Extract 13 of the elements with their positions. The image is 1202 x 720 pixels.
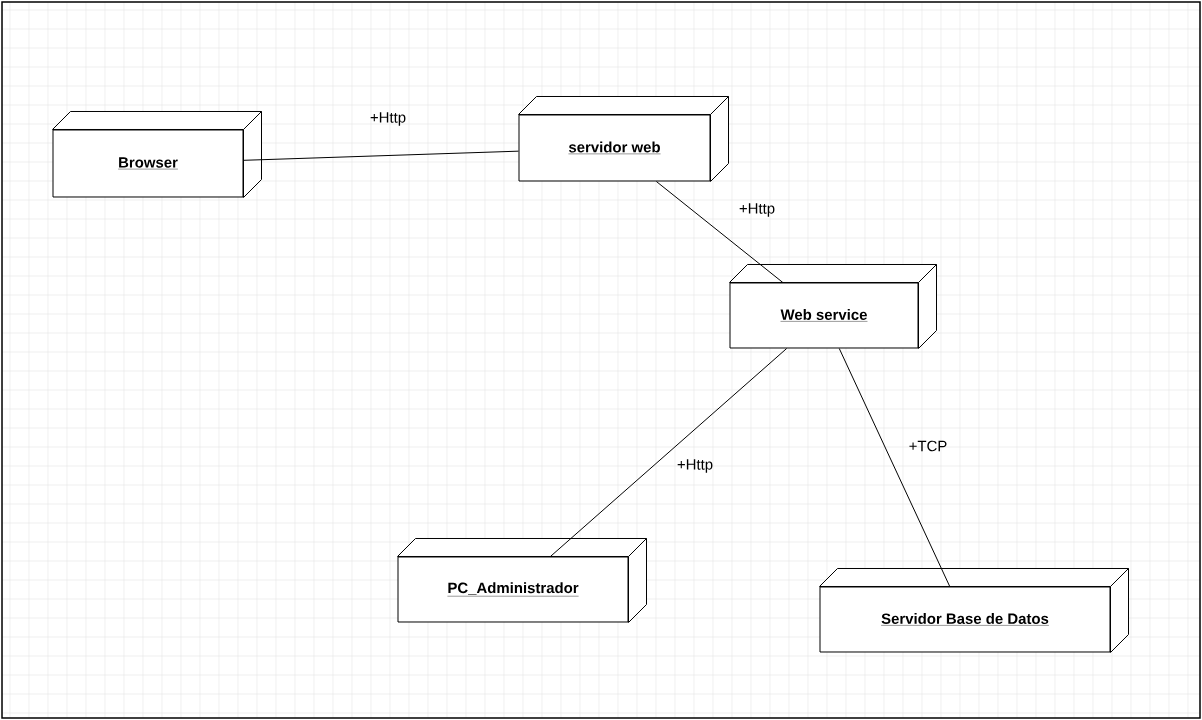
deployment-node: Servidor Base de Datos <box>819 568 1129 653</box>
edge-label: +Http <box>739 203 775 217</box>
connector-line <box>838 348 951 587</box>
connector-line <box>243 150 519 161</box>
edge-label: +Http <box>677 459 713 473</box>
edge-label: +Http <box>370 112 406 126</box>
deployment-node: Browser <box>52 111 262 198</box>
edge-label: +TCP <box>909 440 947 452</box>
deployment-node: servidor web <box>518 96 729 182</box>
connector-line <box>549 348 788 557</box>
deployment-node: Web service <box>729 264 937 349</box>
deployment-node: PC_Administrador <box>397 538 647 623</box>
connector-line <box>655 181 784 283</box>
